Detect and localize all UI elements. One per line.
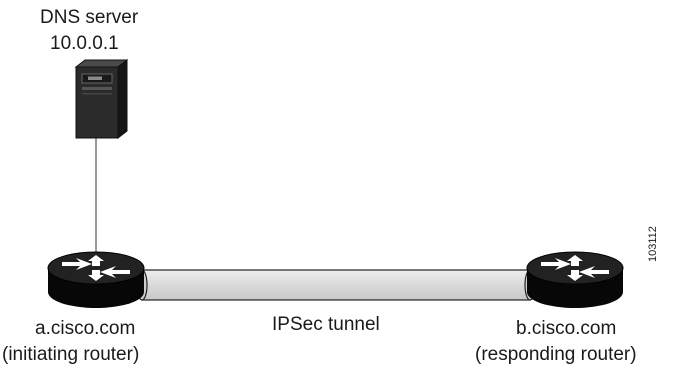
figure-id: 103112 [647, 226, 659, 262]
router-b-role: (responding router) [475, 344, 637, 365]
tunnel-label: IPSec tunnel [272, 314, 380, 335]
server-tower-icon [74, 58, 129, 140]
router-a-role: (initiating router) [2, 344, 140, 365]
ipsec-tunnel [136, 269, 536, 301]
router-b-icon [526, 251, 624, 308]
router-b-name: b.cisco.com [516, 318, 617, 339]
dns-server-name: DNS server [40, 7, 139, 28]
router-a-icon [47, 251, 145, 308]
router-a-name: a.cisco.com [35, 318, 136, 339]
dns-server-ip: 10.0.0.1 [50, 33, 119, 54]
